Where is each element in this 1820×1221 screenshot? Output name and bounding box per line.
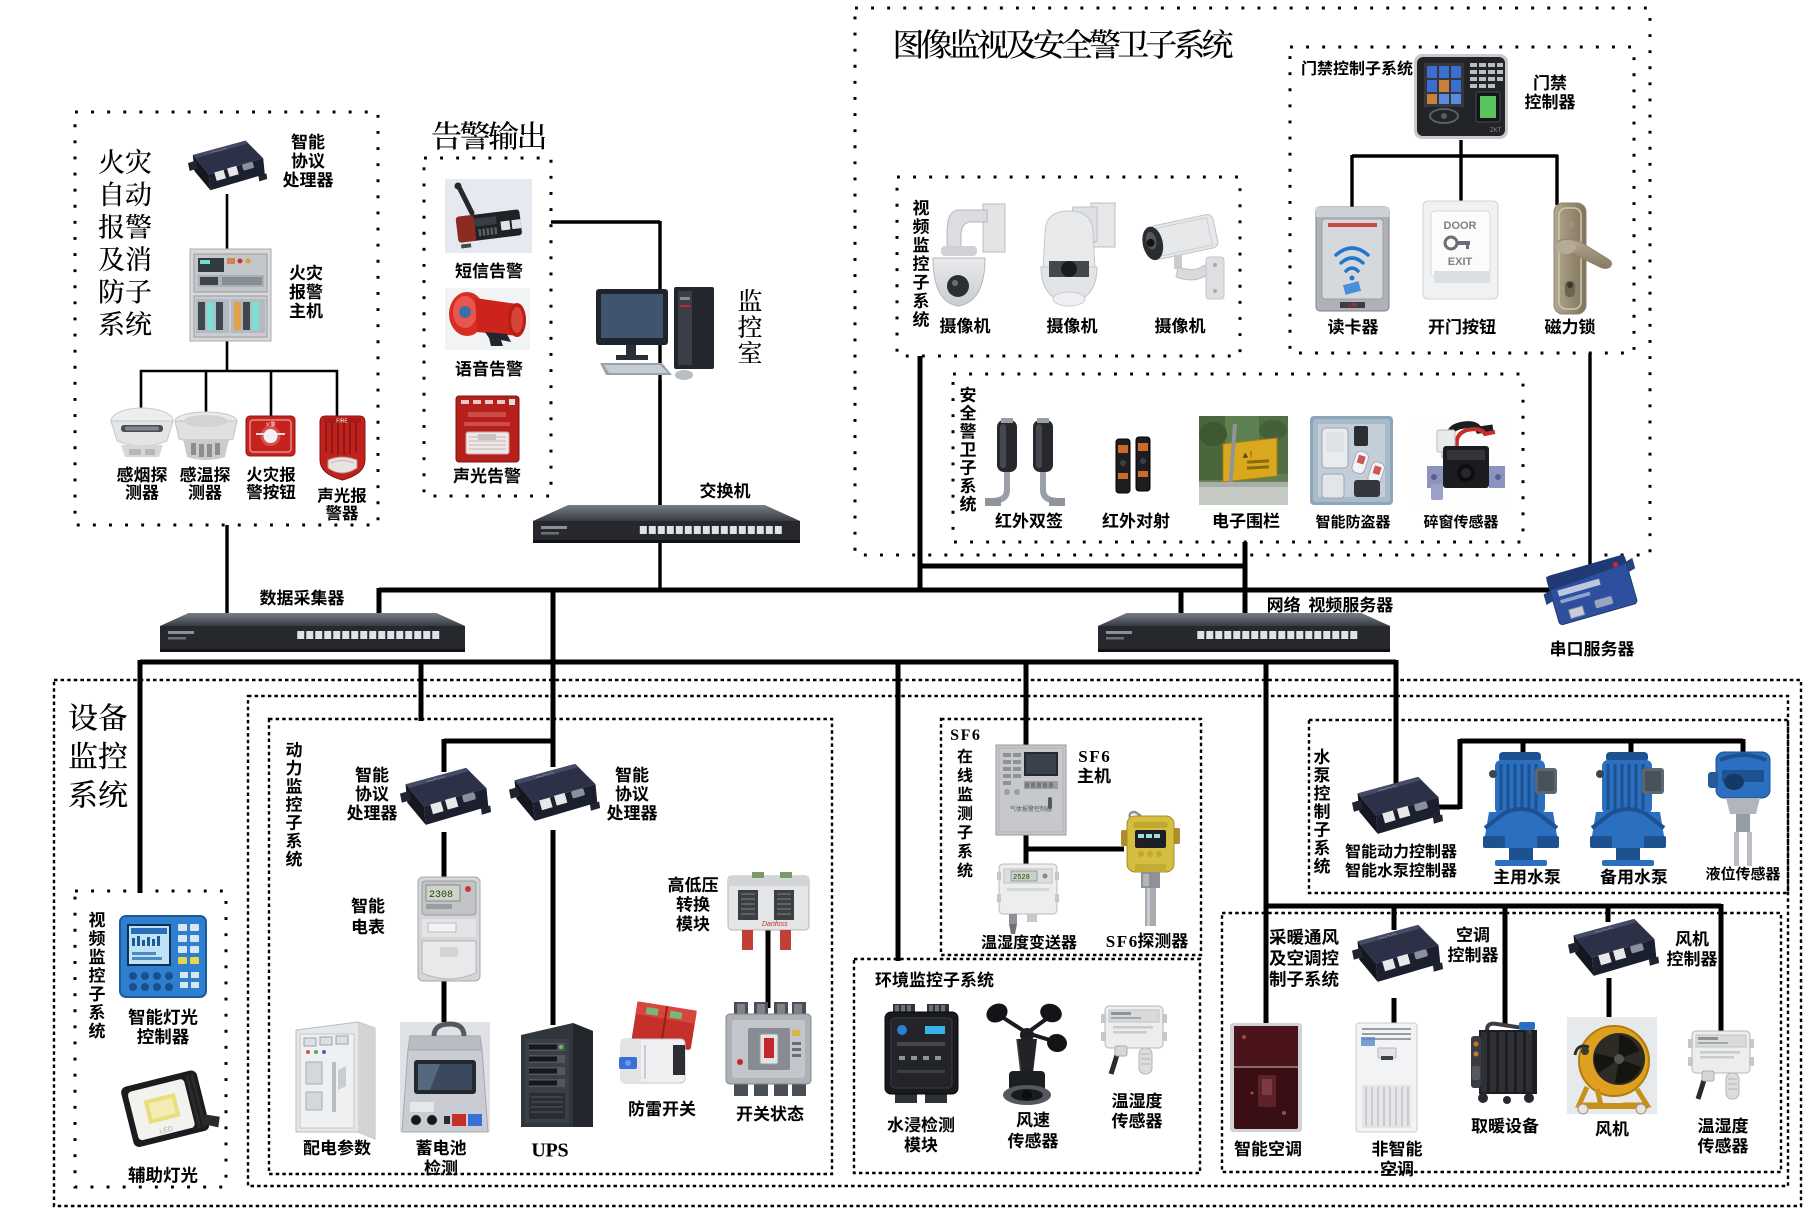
svg-text:气体报警控制器: 气体报警控制器 [1010,805,1052,813]
svg-text:FIRE: FIRE [336,419,348,425]
svg-text:⌒⌒⌒: ⌒⌒⌒ [211,147,229,158]
svg-text:DOOR: DOOR [1444,220,1477,232]
svg-text:SF6: SF6 [1078,747,1110,766]
svg-text:火警: 火警 [265,421,275,428]
svg-text:LED: LED [159,1126,174,1136]
svg-text:2528: 2528 [1013,874,1030,882]
svg-text:S4B: S4B [1348,303,1358,309]
svg-text:UPS: UPS [531,1140,568,1162]
svg-text:2308: 2308 [429,890,453,901]
svg-text:SF6: SF6 [1106,932,1138,951]
svg-text:ZKT: ZKT [1490,128,1502,134]
svg-text:EXIT: EXIT [1448,256,1473,268]
svg-text:SF6: SF6 [950,727,980,744]
svg-text:▲!: ▲! [1241,449,1253,460]
svg-text:Danfoss: Danfoss [762,921,788,928]
